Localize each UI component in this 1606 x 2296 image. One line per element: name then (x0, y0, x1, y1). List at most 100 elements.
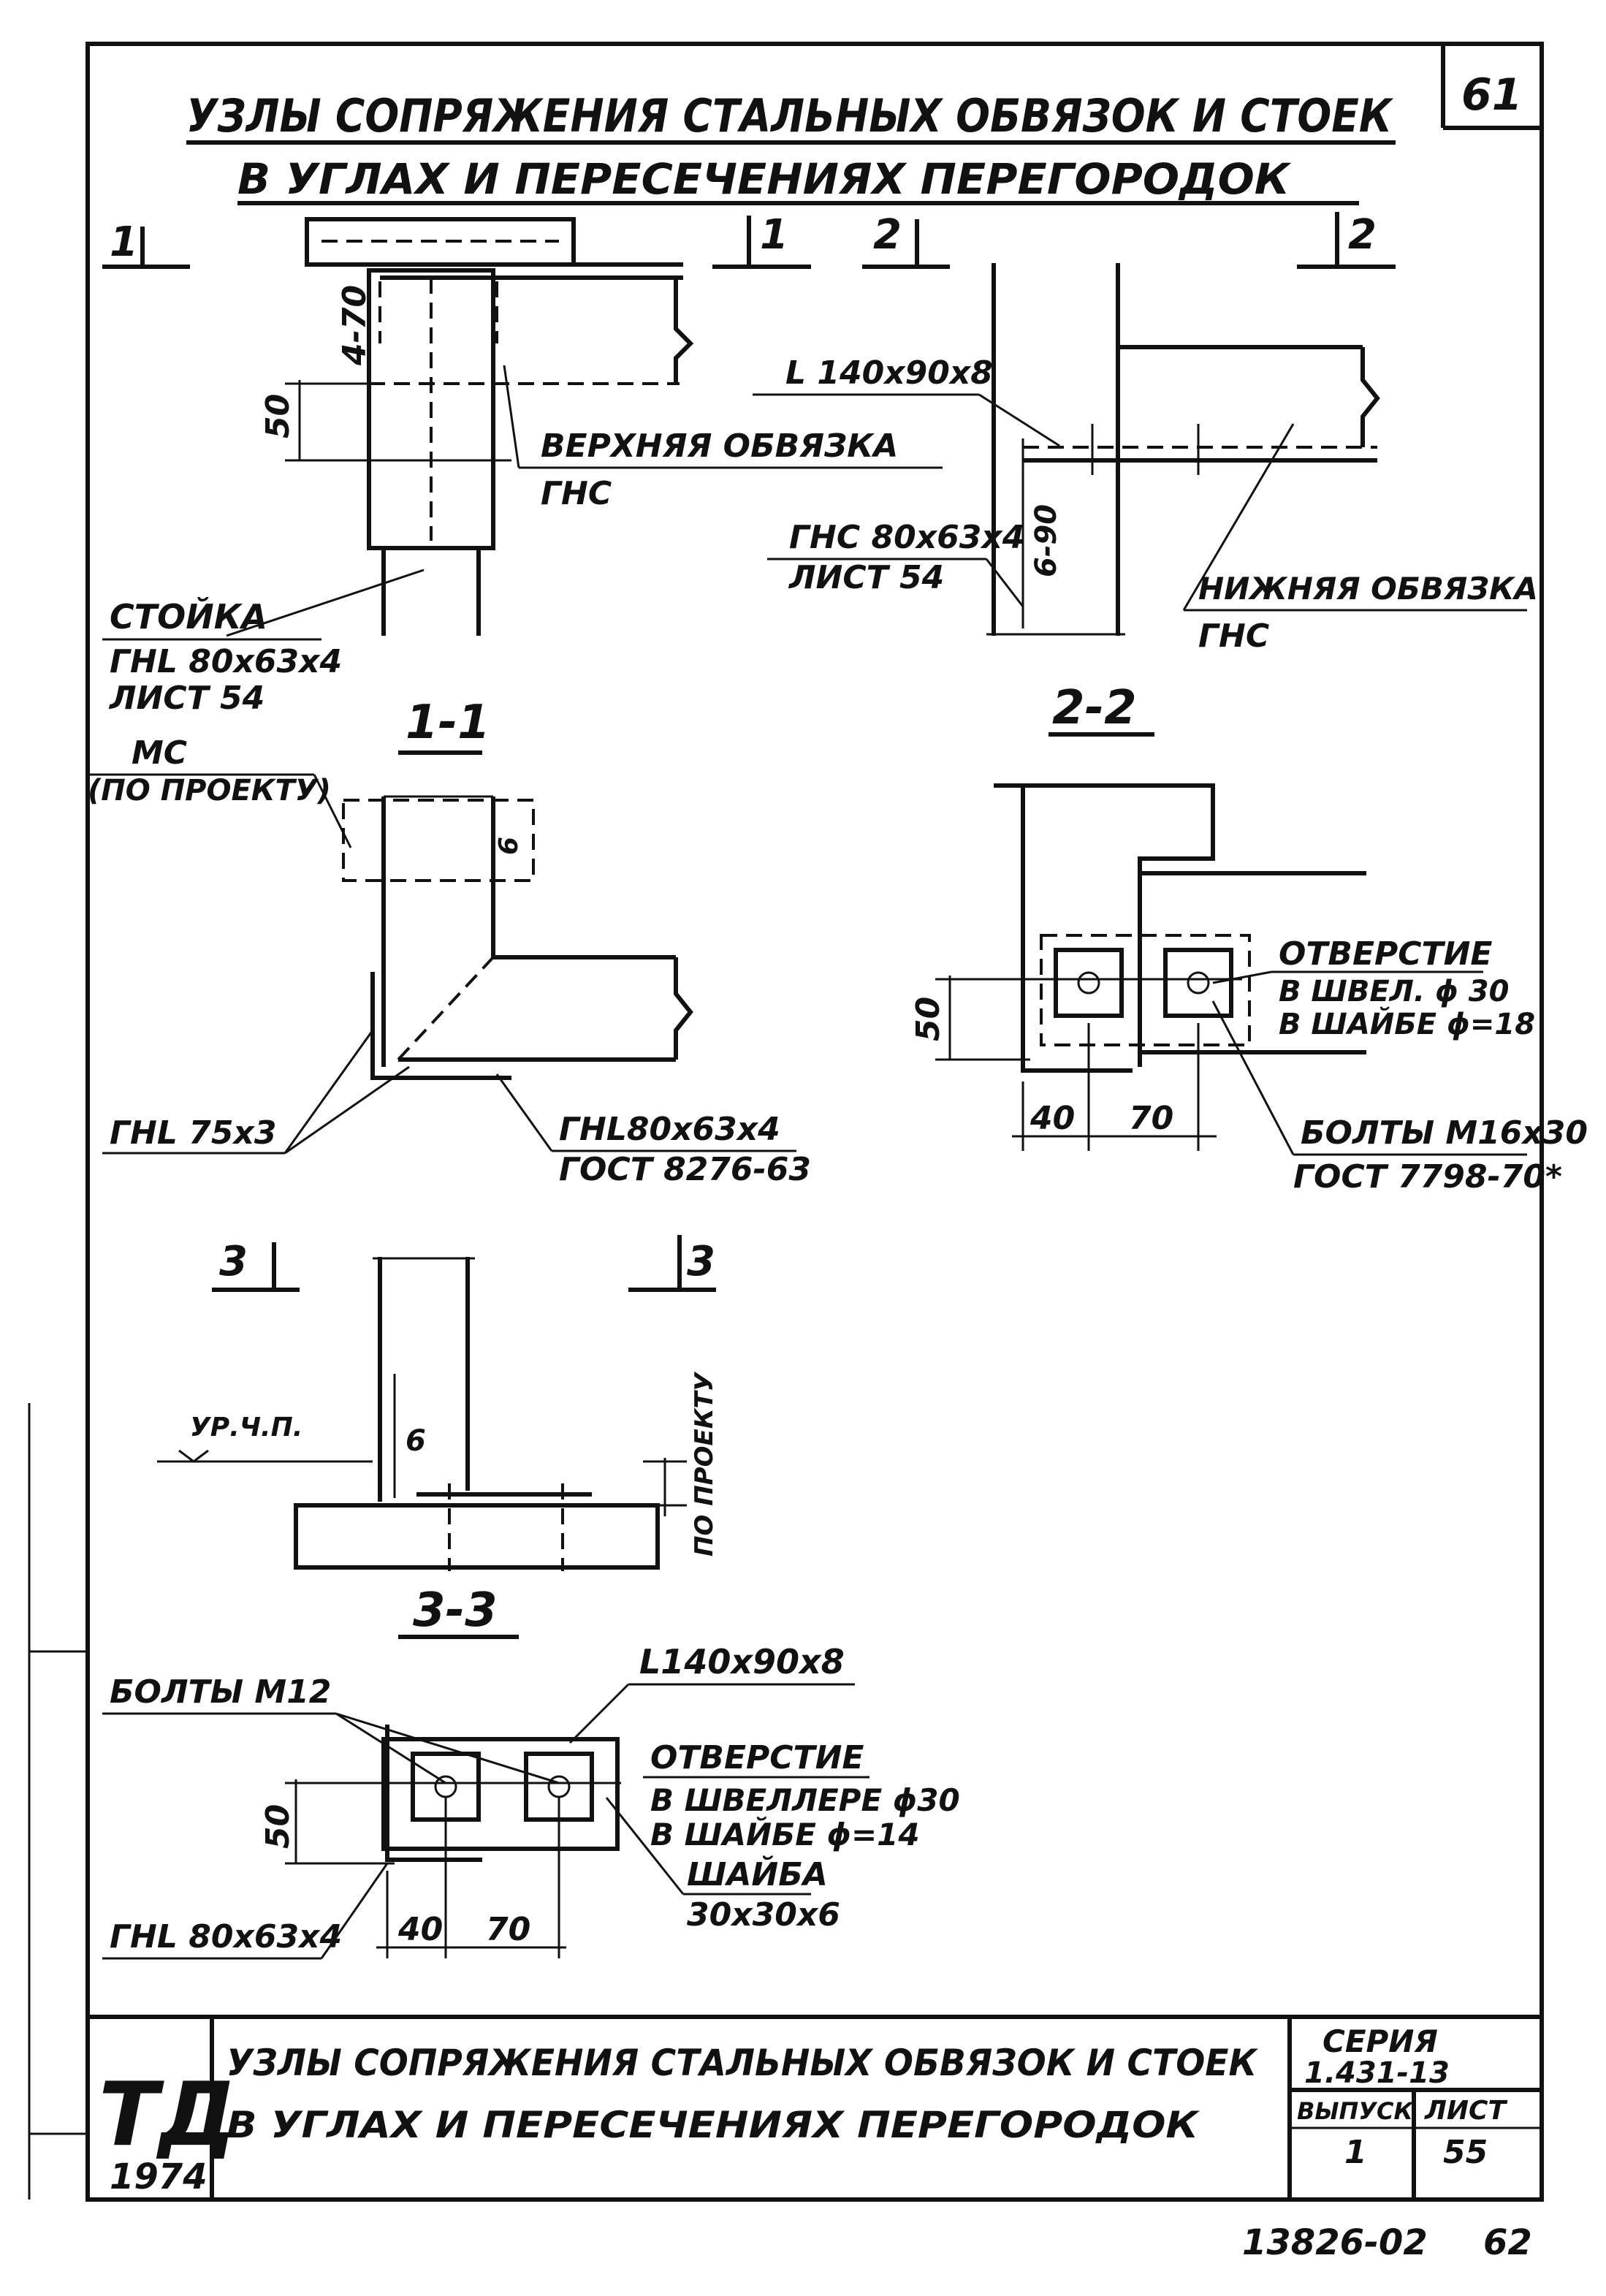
floor-beam (294, 1503, 660, 1570)
sheet-frame (85, 42, 1544, 2202)
profile-angle-3 (385, 1725, 482, 1862)
mc-dashed-box (342, 799, 535, 882)
sheet-label: ЛИСТ (1424, 2096, 1507, 2126)
label-angle-big: ГНL80х63х4 (559, 1111, 780, 1148)
label-hole-3: ОТВЕРСТИЕ (650, 1739, 864, 1776)
dim-50-left: 50 (259, 394, 297, 438)
label-gost-2: ГОСТ 7798-70* (1293, 1158, 1562, 1195)
label-bolts-3: БОЛТЫ М12 (110, 1673, 331, 1711)
leader-washer-3 (605, 1797, 685, 1895)
leader-mc (313, 774, 352, 848)
section-mark-1-left: 1 (110, 218, 138, 266)
label-hole-washer-2: В ШАЙБЕ ϕ=18 (1279, 1006, 1535, 1041)
leader-profile-3 (320, 1863, 389, 1959)
section-mark-2-left: 2 (873, 211, 902, 259)
section-3-3-title: 3-3 (413, 1584, 498, 1638)
leader-angle-top (978, 393, 1060, 447)
label-bolts-2: БОЛТЫ М16х30 (1301, 1114, 1588, 1152)
dim-70-3: 70 (486, 1911, 530, 1948)
bolt-head-1 (1054, 948, 1124, 1018)
view-top-right: 2 2 L 140х90х8 6-90 ГНС 80х63х4 ЛИСТ 54 … (753, 211, 1538, 655)
label-hole-2: ОТВЕРСТИЕ (1279, 935, 1492, 973)
level-mark (178, 1449, 209, 1463)
label-lower-tie-sub: ГНС (1198, 617, 1269, 655)
sheet-number-top: 61 (1461, 69, 1523, 121)
issue-label: ВЫПУСК (1297, 2097, 1414, 2125)
footer-page: 62 (1483, 2222, 1532, 2263)
leader-upper-tie (503, 365, 520, 468)
bolt-hole-2 (1187, 971, 1210, 995)
section-mark-2-right: 2 (1348, 211, 1377, 259)
leader-angle-3 (568, 1683, 630, 1744)
title-block: ТД 1974 УЗЛЫ СОПРЯЖЕНИЯ СТАЛЬНЫХ ОБВЯЗОК… (99, 2017, 1542, 2200)
bolt-hole-1 (1077, 971, 1100, 995)
section-2-2: 2-2 50 40 70 ОТВЕРСТИЕ В ШВЕЛ. ϕ 30 В ША… (910, 681, 1588, 1195)
upper-tie-break (674, 278, 694, 384)
series-label: СЕРИЯ (1323, 2023, 1438, 2059)
label-mc-sub: (ПО ПРОЕКТУ) (88, 774, 331, 807)
leader-bolts-3a (335, 1712, 446, 1784)
leader-angle-small-2 (284, 1065, 410, 1155)
view-3: 3 3 6 УР.Ч.П. ПО ПРОЕКТУ (157, 1235, 719, 1571)
leader-lower-tie (1182, 423, 1295, 611)
section-mark-3-left: 3 (219, 1238, 248, 1285)
dim-4-70: 4-70 (336, 285, 373, 366)
dim-50-2: 50 (910, 997, 947, 1041)
level-label: УР.Ч.П. (190, 1413, 302, 1442)
label-hole-washer-3: В ШАЙБЕ ϕ=14 (650, 1816, 920, 1852)
title-line-2: В УГЛАХ И ПЕРЕСЕЧЕНИЯХ ПЕРЕГОРОДОК (237, 154, 1292, 204)
title-block-name-2: В УГЛАХ И ПЕРЕСЕЧЕНИЯХ ПЕРЕГОРОДОК (227, 2104, 1200, 2146)
label-post-profile: ГНL 80х63х4 (110, 643, 342, 680)
leader-post (226, 569, 425, 637)
section-1-1: 1-1 МС (ПО ПРОЕКТУ) 6 ГНL 75х3 ГНL80х63х… (88, 696, 811, 1188)
post-upper (367, 268, 495, 550)
label-hole-channel-2: В ШВЕЛ. ϕ 30 (1279, 975, 1509, 1008)
label-post: СТОЙКА (110, 597, 267, 636)
leader-channel (985, 558, 1024, 607)
leader-bolts-2 (1211, 1000, 1295, 1155)
dim-70-2: 70 (1129, 1100, 1173, 1137)
sheet-value: 55 (1443, 2134, 1488, 2171)
issue-value: 1 (1344, 2134, 1367, 2171)
label-by-project: ПО ПРОЕКТУ (690, 1371, 719, 1556)
section-2-2-title: 2-2 (1052, 681, 1137, 735)
weld-diagonal (397, 956, 495, 1061)
title-block-name-1: УЗЛЫ СОПРЯЖЕНИЯ СТАЛЬНЫХ ОБВЯЗОК И СТОЕК (227, 2042, 1258, 2084)
tie-section-break (674, 957, 693, 1060)
footer-code: 13826-02 (1242, 2222, 1428, 2263)
angle-profile-2 (1021, 928, 1133, 1073)
label-washer-3: ШАЙБА (687, 1855, 828, 1893)
label-angle-3: L140х90х8 (639, 1642, 845, 1681)
label-gost-1: ГОСТ 8276-63 (559, 1151, 811, 1188)
label-upper-tie-sub: ГНС (541, 475, 612, 512)
dim-40-2: 40 (1030, 1100, 1075, 1137)
title-block-year: 1974 (110, 2156, 208, 2197)
section-mark-1-right: 1 (760, 211, 788, 259)
label-post-sheet: ЛИСТ 54 (108, 680, 265, 717)
dim-6-section-1: 6 (494, 837, 524, 855)
leader-bolts-3b (335, 1712, 560, 1784)
lower-tie-break (1360, 347, 1380, 447)
leader-hole-2 (1212, 970, 1272, 984)
label-washer-size-3: 30х30х6 (687, 1896, 840, 1934)
bolt-hole-3-2 (547, 1775, 571, 1798)
washer-dashed-1 (1040, 934, 1251, 1046)
title-block-logo: ТД (99, 2064, 237, 2166)
label-channel: ГНС 80х63х4 (789, 519, 1024, 556)
label-profile-3: ГНL 80х63х4 (110, 1918, 342, 1955)
title-line-1: УЗЛЫ СОПРЯЖЕНИЯ СТАЛЬНЫХ ОБВЯЗОК И СТОЕК (186, 89, 1394, 142)
section-mark-3-right: 3 (687, 1238, 715, 1285)
post-profile-2 (994, 783, 1215, 1067)
bolt-head-2 (1163, 948, 1233, 1018)
label-upper-tie: ВЕРХНЯЯ ОБВЯЗКА (541, 427, 898, 465)
label-angle-top: L 140х90х8 (785, 354, 993, 392)
leader-angle-small-1 (283, 1030, 374, 1154)
label-channel-sheet: ЛИСТ 54 (788, 559, 944, 596)
label-mc: МС (132, 734, 187, 772)
corner-angle (370, 972, 511, 1080)
leader-angle-big (495, 1073, 553, 1152)
label-hole-channel-3: В ШВЕЛЛЕРЕ ϕ30 (650, 1782, 960, 1818)
series-value: 1.431-13 (1304, 2056, 1450, 2090)
dim-50-3: 50 (259, 1804, 297, 1849)
